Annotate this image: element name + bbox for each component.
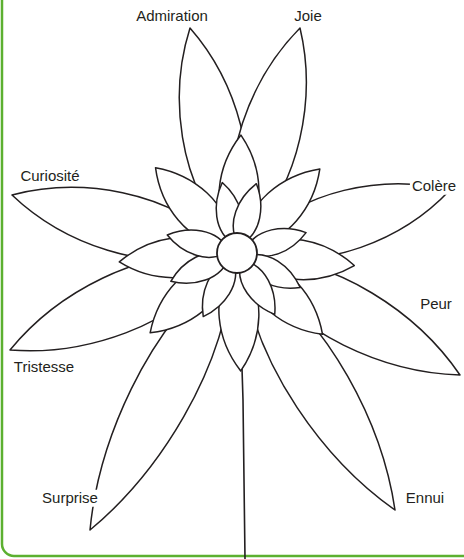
emotion-label: Peur: [418, 296, 454, 313]
emotion-label: Surprise: [40, 490, 100, 507]
emotion-label: Colère: [410, 178, 458, 195]
emotion-label: Ennui: [404, 490, 446, 507]
emotion-label: Admiration: [134, 8, 210, 25]
flower-centre: [217, 233, 257, 273]
emotion-label: Tristesse: [12, 359, 76, 376]
emotion-label: Joie: [292, 8, 324, 25]
emotion-label: Curiosité: [18, 168, 81, 185]
flower: [10, 28, 460, 559]
